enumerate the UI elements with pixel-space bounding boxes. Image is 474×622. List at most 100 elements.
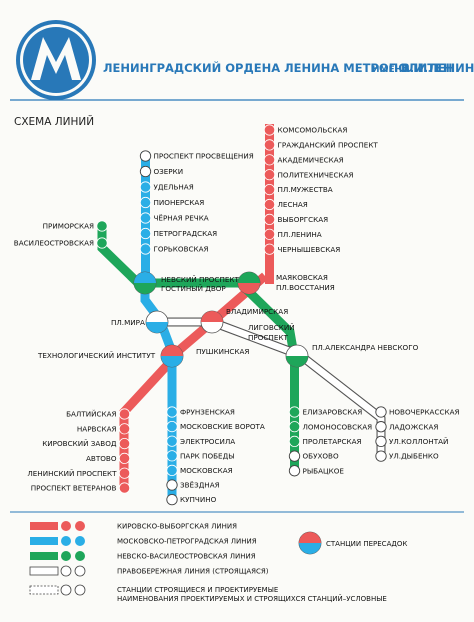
station-marker xyxy=(139,181,152,193)
station-marker xyxy=(139,196,152,209)
station-marker xyxy=(96,220,108,232)
legend-item: КИРОВСКО-ВЫБОРГСКАЯ ЛИНИЯ xyxy=(30,521,237,531)
label-ligovsky-2: ПРОСПЕКТ xyxy=(248,333,288,342)
transfer-technological[interactable] xyxy=(160,344,184,368)
station[interactable]: ФРУНЗЕНСКАЯ xyxy=(166,406,235,418)
station[interactable]: УДЕЛЬНАЯ xyxy=(139,181,194,193)
header: ЛЕНИНГРАДСКИЙ ОРДЕНА ЛЕНИНА МЕТРОПОЛИТЕН… xyxy=(10,20,474,101)
legend-swatch-line xyxy=(30,552,58,560)
station[interactable]: ЛЕСНАЯ xyxy=(263,198,308,211)
station-marker xyxy=(288,465,301,477)
station[interactable]: ГОРЬКОВСКАЯ xyxy=(139,243,209,255)
station[interactable]: ЕЛИЗАРОВСКАЯ xyxy=(288,406,362,418)
station[interactable]: ПОЛИТЕХНИЧЕСКАЯ xyxy=(263,169,353,181)
station[interactable]: РЫБАЦКОЕ xyxy=(288,465,344,477)
legend-swatch-dot xyxy=(61,521,71,531)
legend-item: ПРАВОБЕРЕЖНАЯ ЛИНИЯ (СТРОЯЩАЯСЯ) xyxy=(29,565,269,577)
station-label: ЧЁРНАЯ РЕЧКА xyxy=(154,214,209,223)
station[interactable]: ПЛ.ЛЕНИНА xyxy=(263,228,322,240)
station[interactable]: ЛАДОЖСКАЯ xyxy=(375,421,439,433)
station[interactable]: ЭЛЕКТРОСИЛА xyxy=(166,435,235,447)
station[interactable]: ПЛ.МУЖЕСТВА xyxy=(263,184,333,196)
scheme-title: СХЕМА ЛИНИЙ xyxy=(14,115,94,128)
header-title-name: В.И.ЛЕНИНА xyxy=(401,61,474,75)
transfer-half-blue xyxy=(134,272,156,283)
red-south-stations: БАЛТИЙСКАЯ НАРВСКАЯ КИРОВСКИЙ ЗАВОД АВТОВО Л… xyxy=(27,408,131,494)
legend-swatch-line xyxy=(30,522,58,530)
station-label: ЛОМОНОСОВСКАЯ xyxy=(303,422,373,431)
transfer-mayakovskaya-vosstaniya[interactable] xyxy=(237,271,261,295)
green-line-east-band xyxy=(152,278,299,356)
station[interactable]: АКАДЕМИЧЕСКАЯ xyxy=(263,154,344,166)
legend-item-label: ПРАВОБЕРЕЖНАЯ ЛИНИЯ (СТРОЯЩАЯСЯ) xyxy=(117,568,269,576)
transfer-nevsky-lavra[interactable] xyxy=(285,344,309,368)
station[interactable]: ЧЕРНЫШЕВСКАЯ xyxy=(263,243,340,255)
station-marker xyxy=(139,150,152,162)
station[interactable]: ГРАЖДАНСКИЙ ПРОСПЕКТ xyxy=(263,139,378,151)
station[interactable]: КОМСОМОЛЬСКАЯ xyxy=(263,124,347,136)
station[interactable]: ПЕТРОГРАДСКАЯ xyxy=(139,227,217,240)
legend-item: МОСКОВСКО-ПЕТРОГРАДСКАЯ ЛИНИЯ xyxy=(30,536,257,546)
transfer-vladimirskaya[interactable] xyxy=(200,310,224,334)
station[interactable]: ПАРК ПОБЕДЫ xyxy=(166,450,235,462)
station-marker xyxy=(263,139,276,151)
station[interactable]: ПРИМОРСКАЯ xyxy=(43,220,108,232)
station[interactable]: МОСКОВСКИЕ ВОРОТА xyxy=(166,420,265,433)
station-marker xyxy=(263,124,276,136)
green-west-stations: ПРИМОРСКАЯ ВАСИЛЕОСТРОВСКАЯ xyxy=(14,220,108,249)
station-marker xyxy=(166,450,178,462)
station[interactable]: УЛ.ДЫБЕНКО xyxy=(375,450,439,462)
station[interactable]: ПРОЛЕТАРСКАЯ xyxy=(288,435,362,447)
station-marker xyxy=(375,406,387,418)
blue-south-stations: ФРУНЗЕНСКАЯ МОСКОВСКИЕ ВОРОТА ЭЛЕКТРОСИЛА П… xyxy=(166,406,265,506)
label-gostiny-dvor: ГОСТИНЫЙ ДВОР xyxy=(161,284,226,293)
transfer-nevsky-gostiny[interactable] xyxy=(133,271,157,295)
station-label: БАЛТИЙСКАЯ xyxy=(66,410,116,419)
station[interactable]: ОБУХОВО xyxy=(288,450,339,462)
station-label: НАРВСКАЯ xyxy=(77,424,117,433)
station-marker xyxy=(263,198,276,211)
station-marker xyxy=(166,420,178,433)
station[interactable]: ВЫБОРГСКАЯ xyxy=(263,213,328,225)
legend-swatch-dot xyxy=(75,536,85,546)
label-pl-mira: ПЛ.МИРА xyxy=(111,318,145,327)
station[interactable]: АВТОВО xyxy=(86,452,131,464)
station-label: ЛЕНИНСКИЙ ПРОСПЕКТ xyxy=(27,469,117,478)
transfer-half-green xyxy=(286,356,308,367)
station-marker xyxy=(288,421,301,433)
station[interactable]: НАРВСКАЯ xyxy=(77,423,131,435)
legend-transfer-label: СТАНЦИИ ПЕРЕСАДОК xyxy=(326,540,407,548)
station-marker xyxy=(263,243,276,255)
station-marker xyxy=(166,406,178,418)
station[interactable]: ЧЁРНАЯ РЕЧКА xyxy=(139,212,209,224)
station-label: МОСКОВСКАЯ xyxy=(180,466,233,475)
station[interactable]: ВАСИЛЕОСТРОВСКАЯ xyxy=(14,237,108,249)
station[interactable]: ОЗЕРКИ xyxy=(139,165,183,178)
station-marker xyxy=(375,435,387,448)
station[interactable]: КУПЧИНО xyxy=(166,493,217,506)
station-label: УЛ.ДЫБЕНКО xyxy=(389,452,439,461)
legend-item: НЕВСКО-ВАСИЛЕОСТРОВСКАЯ ЛИНИЯ xyxy=(30,551,256,561)
station[interactable]: ЗВЁЗДНАЯ xyxy=(166,479,220,491)
station[interactable]: НОВОЧЕРКАССКАЯ xyxy=(375,406,460,418)
transfer-half-green xyxy=(238,272,260,283)
transfer-half-red xyxy=(161,345,183,356)
station[interactable]: ЛЕНИНСКИЙ ПРОСПЕКТ xyxy=(27,467,131,479)
blue-north-stations: ПРОСПЕКТ ПРОСВЕЩЕНИЯ ОЗЕРКИ УДЕЛЬНАЯ ПИОНЕР… xyxy=(139,150,254,255)
station[interactable]: ПИОНЕРСКАЯ xyxy=(139,196,205,209)
station-marker xyxy=(166,479,178,491)
station[interactable]: ПРОСПЕКТ ПРОСВЕЩЕНИЯ xyxy=(139,150,254,162)
station-label: ПИОНЕРСКАЯ xyxy=(154,198,205,207)
transfer-pl-mira[interactable] xyxy=(145,310,169,334)
station-label: АВТОВО xyxy=(86,454,117,463)
station[interactable]: БАЛТИЙСКАЯ xyxy=(66,408,131,420)
station-marker xyxy=(375,450,387,462)
legend-item-label: КИРОВСКО-ВЫБОРГСКАЯ ЛИНИЯ xyxy=(117,523,237,531)
label-ligovsky-1: ЛИГОВСКИЙ xyxy=(248,323,295,332)
station[interactable]: КИРОВСКИЙ ЗАВОД xyxy=(42,437,131,450)
station[interactable]: УЛ.КОЛЛОНТАЙ xyxy=(375,435,449,448)
station[interactable]: ПРОСПЕКТ ВЕТЕРАНОВ xyxy=(31,482,131,494)
station[interactable]: ЛОМОНОСОВСКАЯ xyxy=(288,421,373,433)
station[interactable]: МОСКОВСКАЯ xyxy=(166,464,233,476)
station-label: ПРОСПЕКТ ВЕТЕРАНОВ xyxy=(31,484,117,493)
